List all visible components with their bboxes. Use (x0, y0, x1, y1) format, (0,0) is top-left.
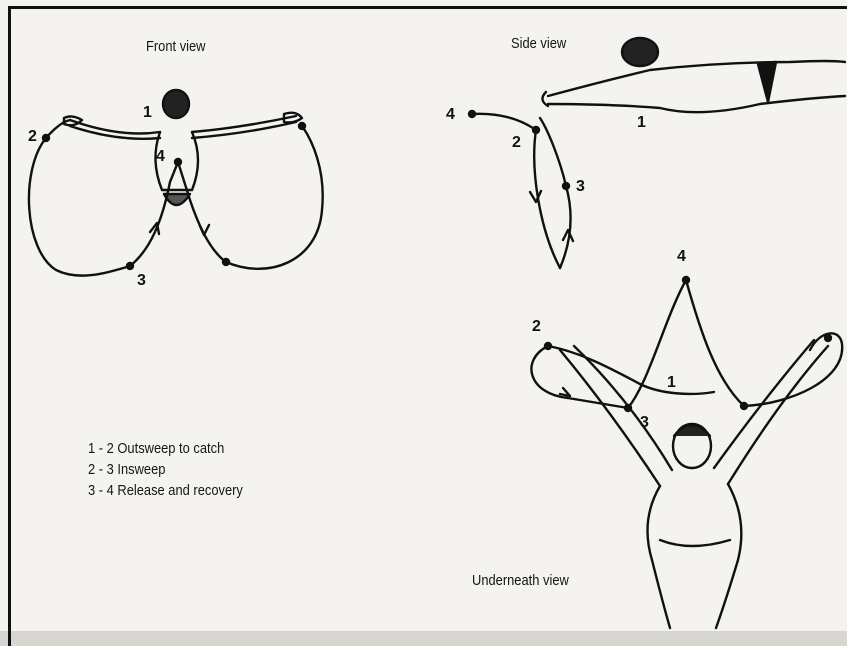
side-view-pull-path (469, 111, 573, 268)
phase-legend: 1 - 2 Outsweep to catch 2 - 3 Insweep 3 … (88, 438, 268, 501)
front-view-title: Front view (146, 38, 206, 55)
legend-item-insweep: 2 - 3 Insweep (88, 459, 243, 480)
side-view-figure (542, 38, 845, 112)
legend-item-outsweep: 1 - 2 Outsweep to catch (88, 438, 243, 459)
stroke-diagram-artwork (0, 0, 847, 631)
side-point-label-4: 4 (446, 106, 455, 124)
front-point-label-4: 4 (156, 148, 165, 166)
front-point-label-3: 3 (137, 272, 146, 290)
underneath-point-label-3: 3 (640, 414, 649, 432)
side-point-label-2: 2 (512, 134, 521, 152)
side-view-title: Side view (511, 35, 566, 52)
legend-item-release: 3 - 4 Release and recovery (88, 480, 243, 501)
underneath-point-label-1: 1 (667, 374, 676, 392)
underneath-point-label-2: 2 (532, 318, 541, 336)
underneath-view-figure (560, 340, 828, 628)
front-point-label-1: 1 (143, 104, 152, 122)
underneath-view-pull-path (531, 277, 842, 411)
underneath-point-label-4: 4 (677, 248, 686, 266)
front-view-figure (64, 90, 302, 205)
underneath-view-title: Underneath view (472, 572, 569, 589)
side-point-label-1: 1 (637, 114, 646, 132)
side-point-label-3: 3 (576, 178, 585, 196)
diagram-sheet: Front view Side view Underneath view 1 2… (0, 0, 847, 631)
front-point-label-2: 2 (28, 128, 37, 146)
